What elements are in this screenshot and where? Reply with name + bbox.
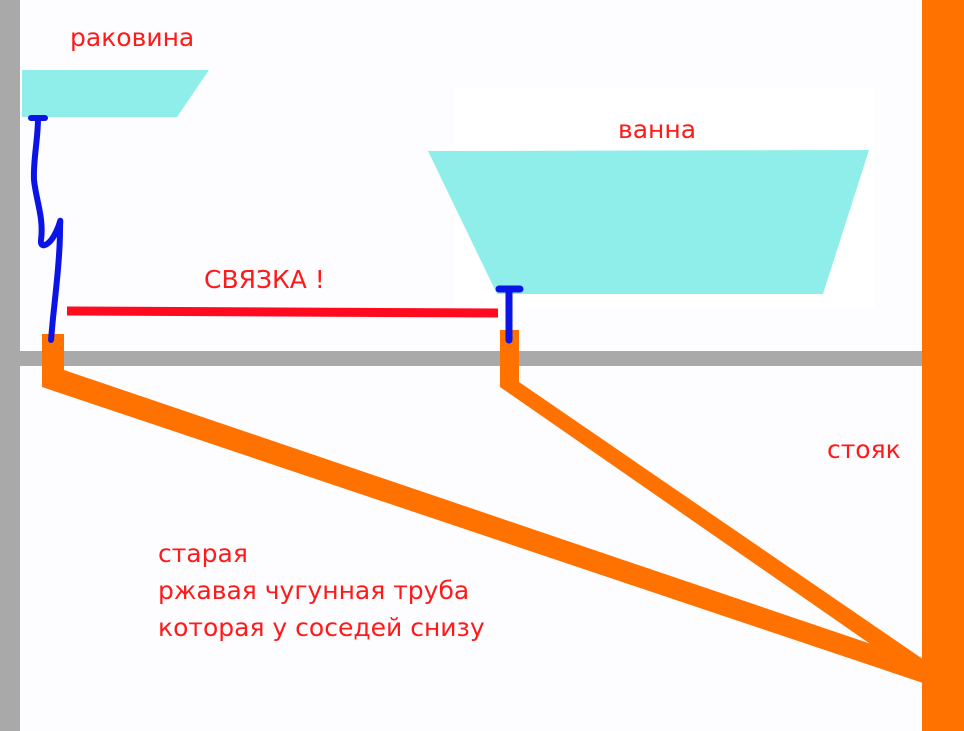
sink-flex-hose: [28, 115, 64, 343]
riser-pipe: [922, 0, 964, 731]
old-pipe-label-line-1: старая: [158, 539, 248, 568]
bath-drain-hose: [495, 285, 524, 344]
sink: [22, 70, 209, 117]
bath-label: ванна: [618, 115, 697, 144]
riser-label: стояк: [827, 435, 901, 464]
bath-drain-pipe: [500, 330, 930, 684]
floor-slab: [0, 351, 922, 366]
sink-drain-pipe: [42, 334, 930, 684]
old-pipe-label: старая ржавая чугунная труба которая у с…: [158, 535, 485, 646]
old-pipe-label-line-3: которая у соседей снизу: [158, 613, 485, 642]
link-pipe: [66, 306, 499, 318]
link-label: СВЯЗКА !: [204, 265, 325, 294]
sink-label: раковина: [70, 23, 195, 52]
bathtub: [428, 150, 869, 294]
old-pipe-label-line-2: ржавая чугунная труба: [158, 576, 470, 605]
